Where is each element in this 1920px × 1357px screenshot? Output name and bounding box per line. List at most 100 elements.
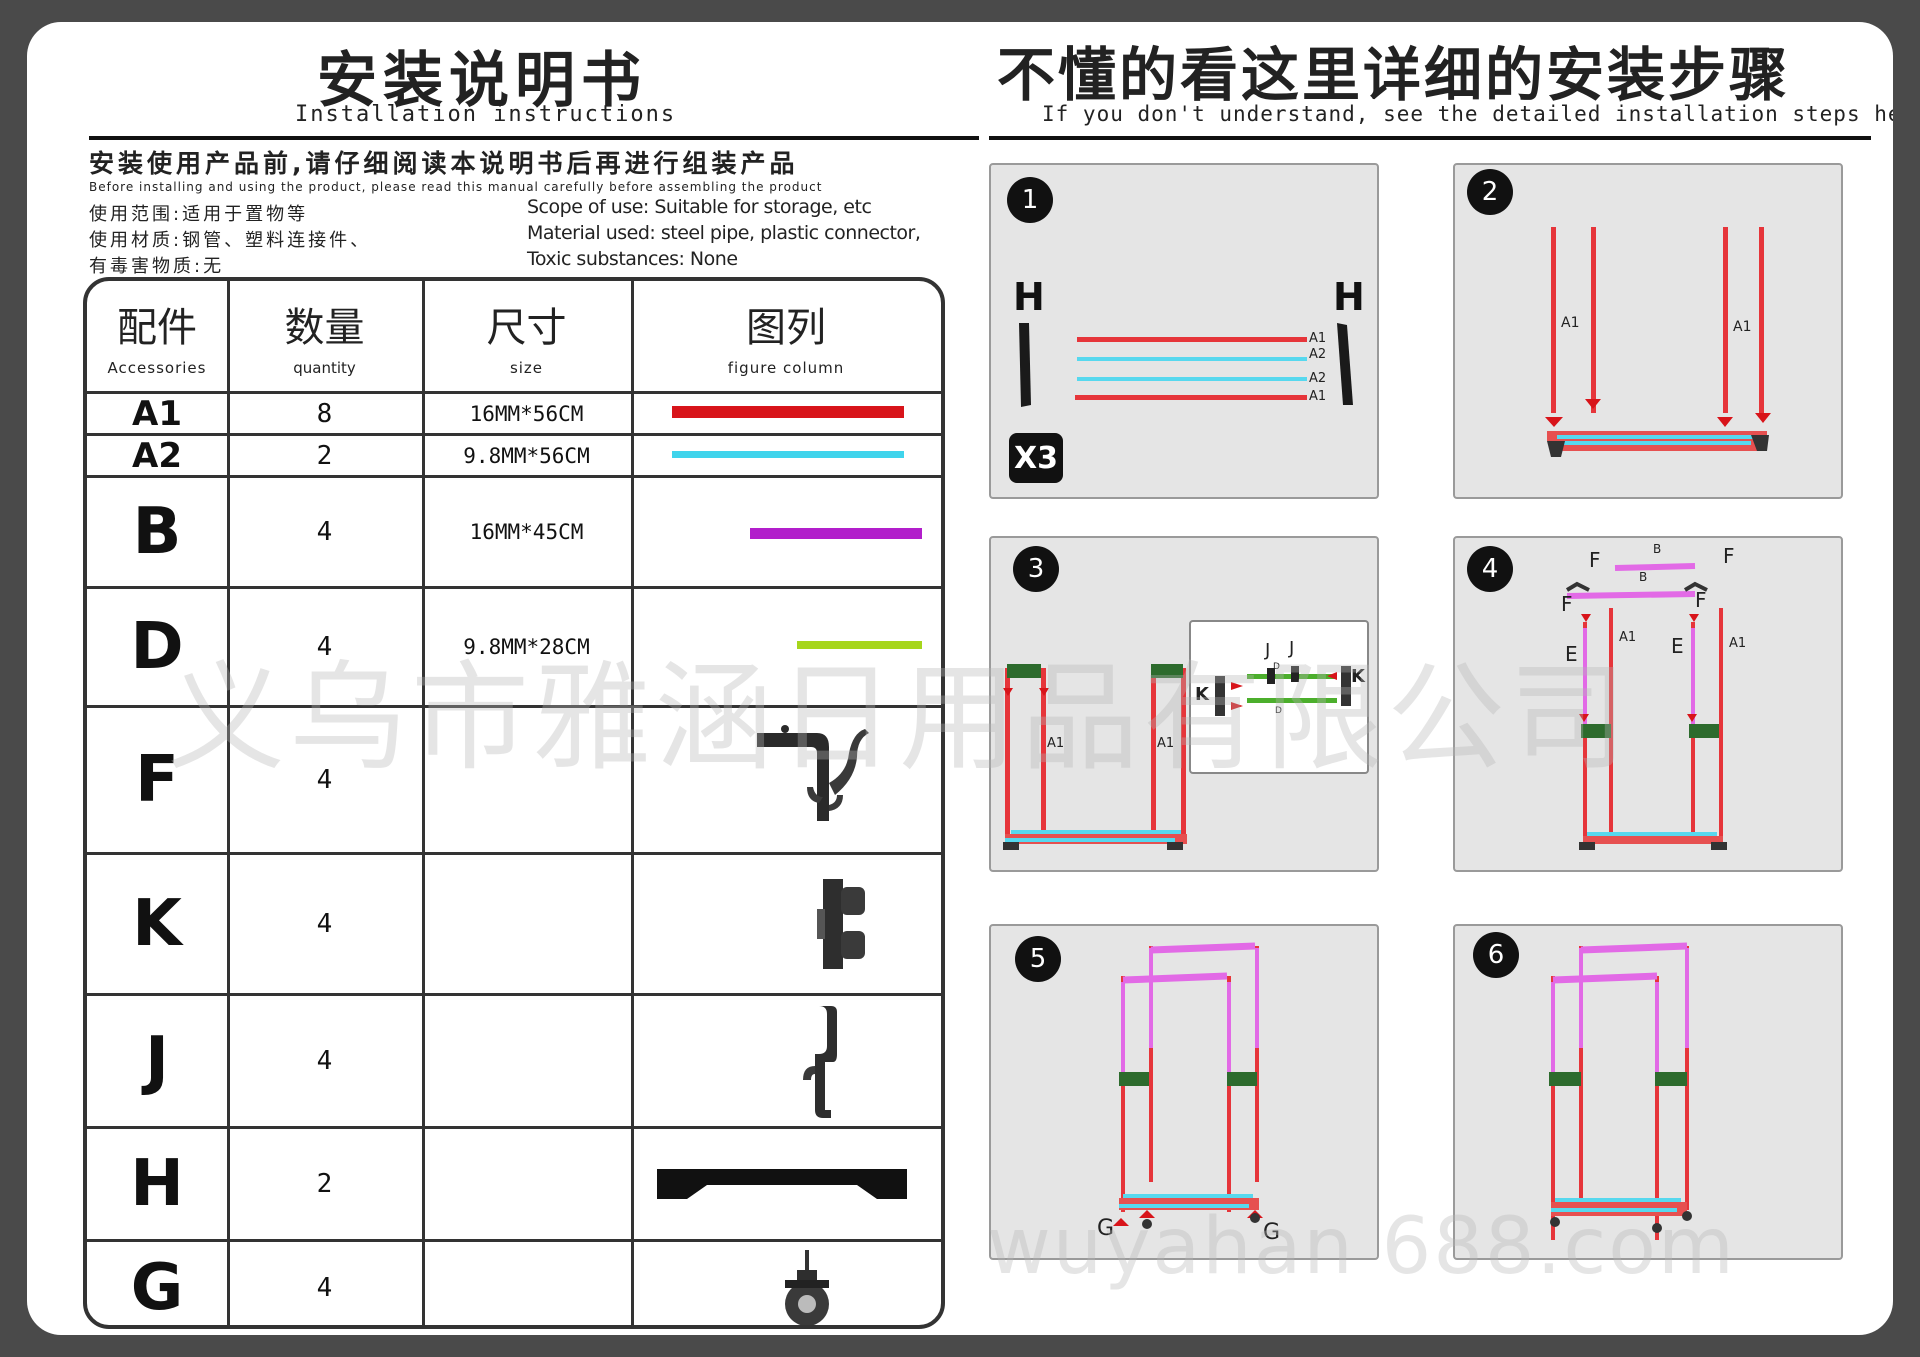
- step-6-finished-rack-drawing: [1549, 942, 1692, 1240]
- right-header-rule: [989, 136, 1871, 140]
- step-2-drawing: [1545, 227, 1771, 457]
- part-qty: 4: [316, 1046, 333, 1076]
- part-qty: 8: [316, 398, 333, 429]
- part-label: J: [1265, 640, 1271, 661]
- part-size: 9.8MM*28CM: [463, 635, 590, 659]
- table-row: J 4: [87, 993, 941, 1126]
- part-label: K: [1195, 684, 1209, 705]
- part-code: A2: [132, 435, 182, 476]
- part-label: H: [1333, 275, 1365, 319]
- step-2-panel: 2 A1 A1: [1453, 163, 1843, 499]
- col-divider: [631, 281, 634, 1325]
- part-code: J: [145, 1024, 169, 1098]
- hook-connector-icon: [757, 725, 869, 821]
- table-header: 配件 Accessories 数量 quantity 尺寸 size 图列 fi…: [87, 281, 941, 391]
- step-6-panel: 6: [1453, 924, 1843, 1260]
- part-label: A1: [1047, 736, 1065, 751]
- step-number: 4: [1467, 546, 1513, 592]
- part-label: A1: [1619, 630, 1637, 645]
- single-hook-icon: [803, 1006, 837, 1118]
- col-divider: [227, 281, 230, 1325]
- step-1-parts-drawing: [1019, 323, 1353, 407]
- step-3-inset: J J K K D D: [1189, 620, 1369, 774]
- step-1-panel: 1 H H A1 A2 A2 A1 X3: [989, 163, 1379, 499]
- step-number: 6: [1473, 932, 1519, 978]
- caster-wheel-icon: [785, 1250, 829, 1325]
- header-size-zh: 尺寸: [486, 305, 567, 351]
- table-row: F 4: [87, 705, 941, 852]
- right-subtitle: If you don't understand, see the detaile…: [1042, 102, 1893, 126]
- notice-en: Before installing and using the product,…: [89, 180, 823, 194]
- base-foot-icon: [657, 1169, 907, 1199]
- part-code: F: [135, 743, 179, 817]
- step-4-drawing: [1565, 563, 1727, 850]
- part-label: E: [1671, 634, 1684, 658]
- left-header-rule: [89, 136, 979, 140]
- part-label: A1: [1729, 636, 1747, 651]
- clamp-icon: [817, 879, 865, 969]
- scope-en: Scope of use: Suitable for storage, etc: [527, 196, 872, 218]
- notice-zh: 安装使用产品前,请仔细阅读本说明书后再进行组装产品: [89, 149, 799, 178]
- part-label: F: [1589, 548, 1601, 572]
- part-code: H: [130, 1147, 184, 1221]
- part-label: A1: [1561, 315, 1580, 331]
- header-figure-en: figure column: [727, 359, 845, 377]
- part-size: 9.8MM*56CM: [463, 443, 590, 468]
- step-3-panel: 3 A1 A1: [989, 536, 1379, 872]
- step-number: 2: [1467, 169, 1513, 215]
- part-label: G: [1263, 1220, 1281, 1245]
- header-accessories-zh: 配件: [117, 305, 197, 351]
- part-label: B: [1653, 542, 1662, 556]
- part-label: A1: [1309, 389, 1327, 404]
- header-size-en: size: [509, 359, 544, 377]
- material-zh: 使用材质:钢管、塑料连接件、: [89, 230, 372, 251]
- table-row: D 4 9.8MM*28CM: [87, 586, 941, 705]
- part-label: A1: [1733, 319, 1752, 335]
- instruction-sheet: 安装说明书 Installation instructions 不懂的看这里详细…: [27, 22, 1893, 1335]
- step-5-drawing: [1113, 942, 1263, 1229]
- part-code: D: [130, 610, 184, 684]
- part-qty: 2: [316, 1169, 333, 1199]
- part-label: K: [1351, 666, 1365, 687]
- part-label: A2: [1309, 347, 1327, 362]
- left-subtitle: Installation instructions: [295, 102, 677, 127]
- step-number: 1: [1007, 177, 1053, 223]
- part-qty: 4: [316, 765, 333, 795]
- part-size: 16MM*56CM: [469, 401, 584, 426]
- right-title: 不懂的看这里详细的安装步骤: [997, 41, 1791, 109]
- header-accessories-en: Accessories: [107, 359, 207, 377]
- part-qty: 4: [316, 517, 333, 547]
- step-number: 5: [1015, 936, 1061, 982]
- part-label: J: [1289, 638, 1295, 659]
- table-row: B 4 16MM*45CM: [87, 475, 941, 586]
- cyan-bar-figure: [672, 451, 904, 458]
- part-label: A1: [1157, 736, 1175, 751]
- part-label: H: [1013, 275, 1045, 319]
- part-qty: 2: [316, 440, 333, 471]
- table-row: H 2: [87, 1126, 941, 1239]
- part-label: B: [1639, 570, 1648, 584]
- part-label: A2: [1309, 371, 1327, 386]
- green-bar-figure: [797, 641, 922, 649]
- clamp-connection-drawing: [1215, 666, 1351, 716]
- left-title: 安装说明书: [317, 46, 647, 116]
- part-code: A1: [132, 393, 182, 434]
- red-bar-figure: [672, 406, 904, 418]
- part-qty: 4: [316, 632, 333, 662]
- table-row: A1 8 16MM*56CM: [87, 391, 941, 434]
- part-qty: 4: [316, 909, 333, 939]
- toxic-en: Toxic substances: None: [527, 248, 738, 270]
- part-label: G: [1097, 1216, 1115, 1241]
- table-row: G 4: [87, 1239, 941, 1325]
- part-label: D: [1275, 706, 1282, 716]
- part-label: F: [1561, 592, 1573, 616]
- table-row: A2 2 9.8MM*56CM: [87, 433, 941, 476]
- purple-bar-figure: [750, 528, 922, 539]
- toxic-zh: 有毒害物质:无: [89, 256, 225, 277]
- header-quantity-zh: 数量: [284, 305, 365, 351]
- part-label: E: [1565, 642, 1578, 666]
- part-code: G: [130, 1250, 184, 1325]
- step-4-panel: 4 F B F F B F E A1: [1453, 536, 1843, 872]
- header-figure-zh: 图列: [746, 305, 826, 351]
- part-qty: 4: [316, 1272, 333, 1303]
